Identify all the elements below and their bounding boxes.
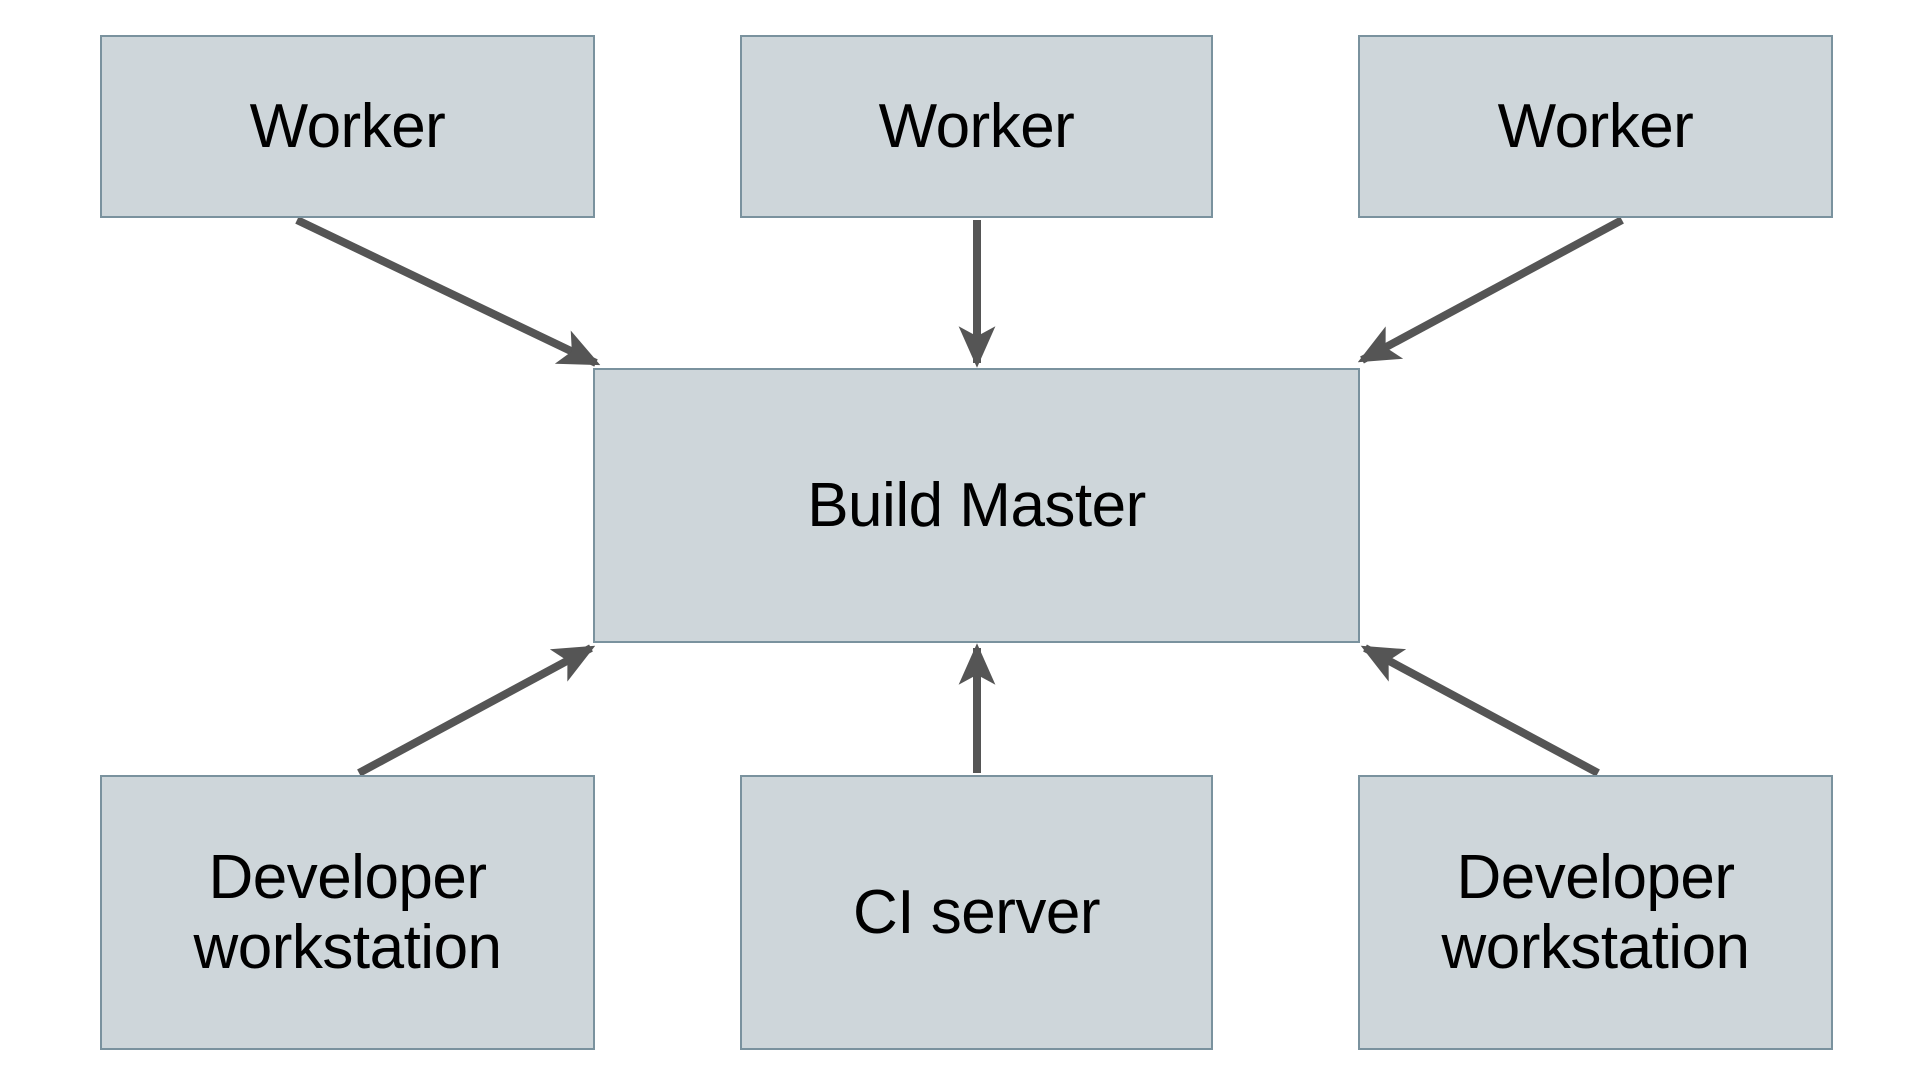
node-worker-3[interactable]: Worker [1358, 35, 1833, 218]
node-label: Worker [878, 91, 1075, 161]
node-label: Worker [249, 91, 446, 161]
edge-worker-1-to-build-master [295, 216, 601, 367]
node-build-master[interactable]: Build Master [593, 368, 1360, 643]
node-developer-workstation-1[interactable]: Developer workstation [100, 775, 595, 1050]
node-label: Developer workstation [193, 843, 502, 982]
node-label: Worker [1497, 91, 1694, 161]
edge-worker-3-to-build-master [1357, 216, 1624, 364]
node-ci-server[interactable]: CI server [740, 775, 1213, 1050]
node-label: Developer workstation [1441, 843, 1750, 982]
edge-developer-workstation-2-to-build-master [1360, 644, 1600, 777]
node-label: Build Master [807, 470, 1146, 540]
node-label: CI server [853, 877, 1100, 947]
node-worker-2[interactable]: Worker [740, 35, 1213, 218]
node-worker-1[interactable]: Worker [100, 35, 595, 218]
node-developer-workstation-2[interactable]: Developer workstation [1358, 775, 1833, 1050]
edge-developer-workstation-1-to-build-master [357, 644, 596, 777]
